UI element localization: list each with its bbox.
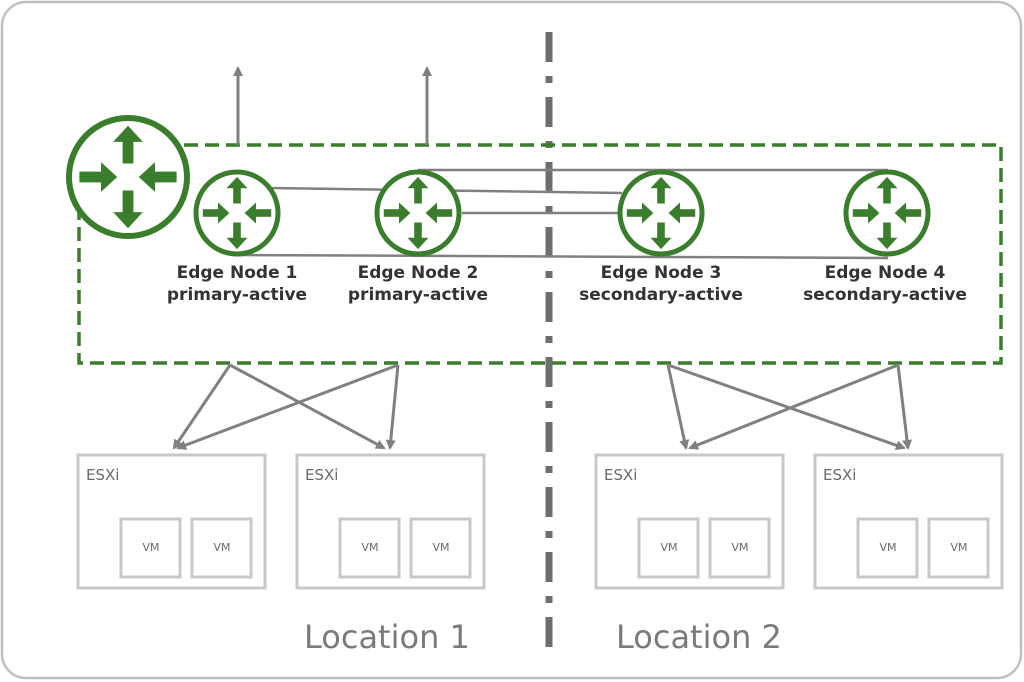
edge-node-2-label: Edge Node 2 primary-active bbox=[338, 262, 498, 306]
edge-cluster-box bbox=[77, 143, 1003, 365]
edge-node-2-icon bbox=[374, 169, 462, 257]
vm-label: VM bbox=[950, 541, 968, 554]
vm-boxes bbox=[119, 517, 990, 579]
edge-node-3-name: Edge Node 3 bbox=[600, 263, 722, 283]
edge-node-2-role: primary-active bbox=[347, 285, 489, 305]
edge-node-4-label: Edge Node 4 secondary-active bbox=[790, 262, 980, 306]
edge-node-2-name: Edge Node 2 bbox=[357, 263, 479, 283]
vm-label: VM bbox=[213, 541, 231, 554]
vm-label: VM bbox=[432, 541, 450, 554]
vm-label: VM bbox=[361, 541, 379, 554]
tunnel-1-4 bbox=[235, 253, 889, 260]
edge-node-4-role: secondary-active bbox=[803, 285, 967, 305]
edge-node-4-name: Edge Node 4 bbox=[824, 263, 946, 283]
edge-node-3-icon bbox=[617, 169, 705, 257]
router-icon bbox=[66, 115, 190, 239]
location-1-label: Location 1 bbox=[304, 618, 470, 656]
location-2-label: Location 2 bbox=[616, 618, 782, 656]
host-links-location-2 bbox=[666, 363, 913, 451]
edge-node-1-icon bbox=[193, 169, 281, 257]
edge-node-3-label: Edge Node 3 secondary-active bbox=[566, 262, 756, 306]
esxi-host-3-label: ESXi bbox=[604, 466, 638, 484]
edge-node-3-role: secondary-active bbox=[579, 285, 743, 305]
edge-node-1-label: Edge Node 1 primary-active bbox=[162, 262, 312, 306]
vm-label: VM bbox=[660, 541, 678, 554]
esxi-host-1-label: ESXi bbox=[86, 466, 120, 484]
edge-node-1-name: Edge Node 1 bbox=[176, 263, 298, 283]
host-links-location-1 bbox=[172, 363, 400, 450]
esxi-host-4-label: ESXi bbox=[823, 466, 857, 484]
esxi-host-2-label: ESXi bbox=[305, 466, 339, 484]
edge-node-1-role: primary-active bbox=[166, 285, 308, 305]
vm-label: VM bbox=[142, 541, 160, 554]
edge-node-4-icon bbox=[843, 169, 931, 257]
vm-label: VM bbox=[731, 541, 749, 554]
vm-label: VM bbox=[879, 541, 897, 554]
